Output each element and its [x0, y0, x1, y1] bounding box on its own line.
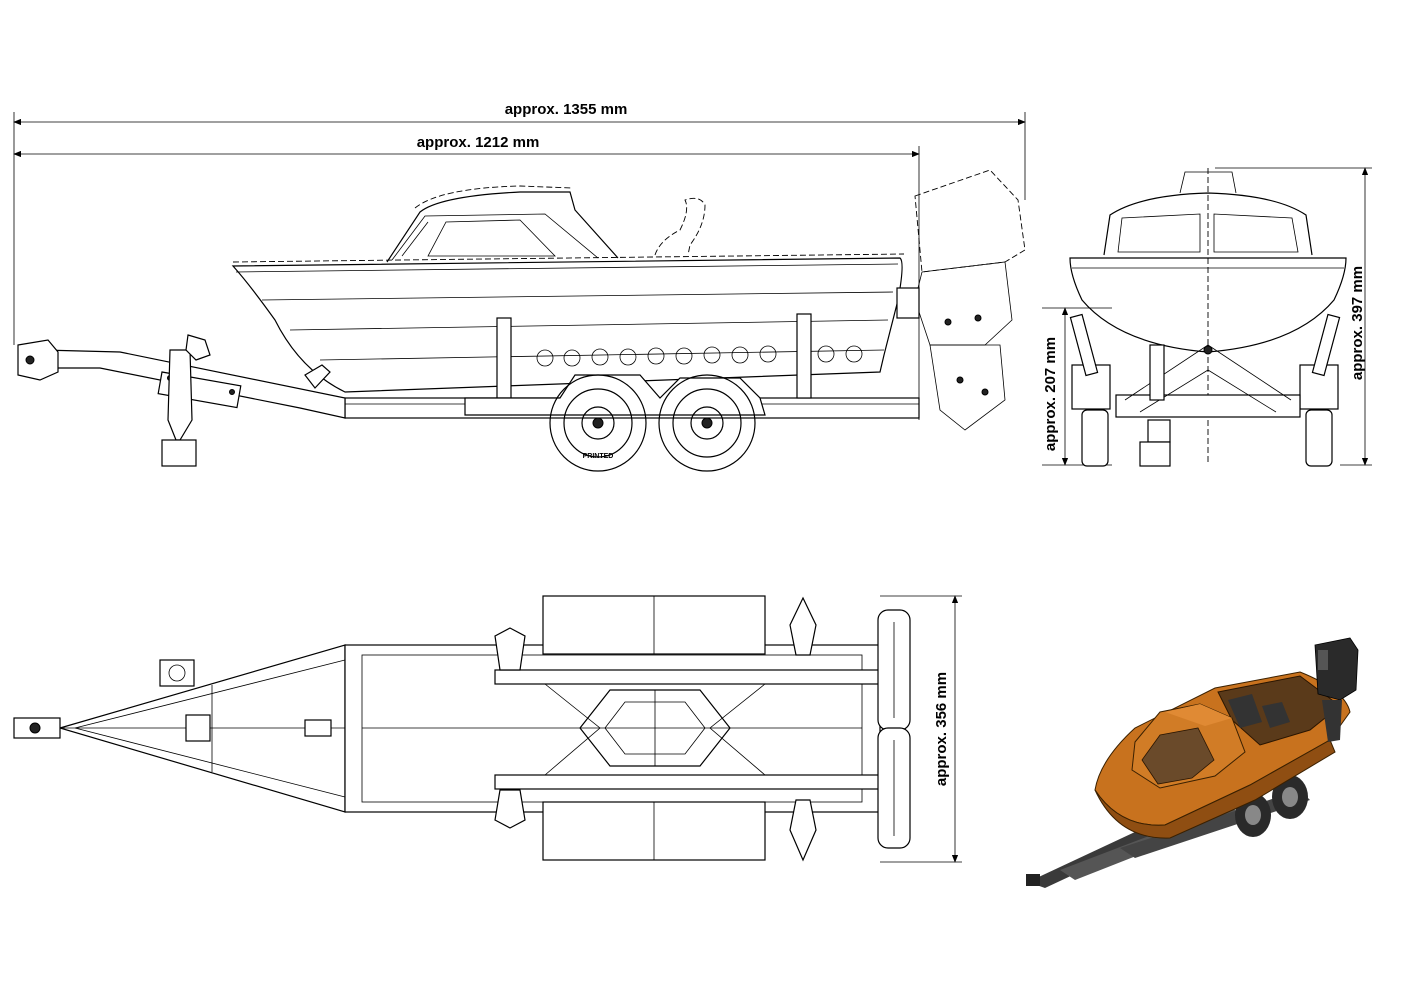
top-view: approx. 356 mm — [13, 595, 962, 863]
side-view: PRINTED — [17, 169, 1026, 472]
tire-lettering: PRINTED — [583, 453, 614, 460]
trailer-length-dimension: approx. 1212 mm — [13, 134, 920, 300]
top-width-label: approx. 356 mm — [933, 672, 950, 786]
front-height-trailer-label: approx. 207 mm — [1042, 337, 1059, 451]
trailer-length-label: approx. 1212 mm — [417, 134, 540, 151]
wheel-front: PRINTED — [549, 374, 647, 472]
keel-rollers — [536, 345, 863, 367]
overall-length-dimension: approx. 1355 mm — [13, 101, 1026, 345]
front-height-total-label: approx. 397 mm — [1349, 266, 1366, 380]
wheel-rear — [658, 374, 756, 472]
front-view: approx. 397 mm approx. 207 mm — [1042, 167, 1372, 467]
overall-length-label: approx. 1355 mm — [505, 101, 628, 118]
boat-trailer-render — [1026, 637, 1359, 888]
